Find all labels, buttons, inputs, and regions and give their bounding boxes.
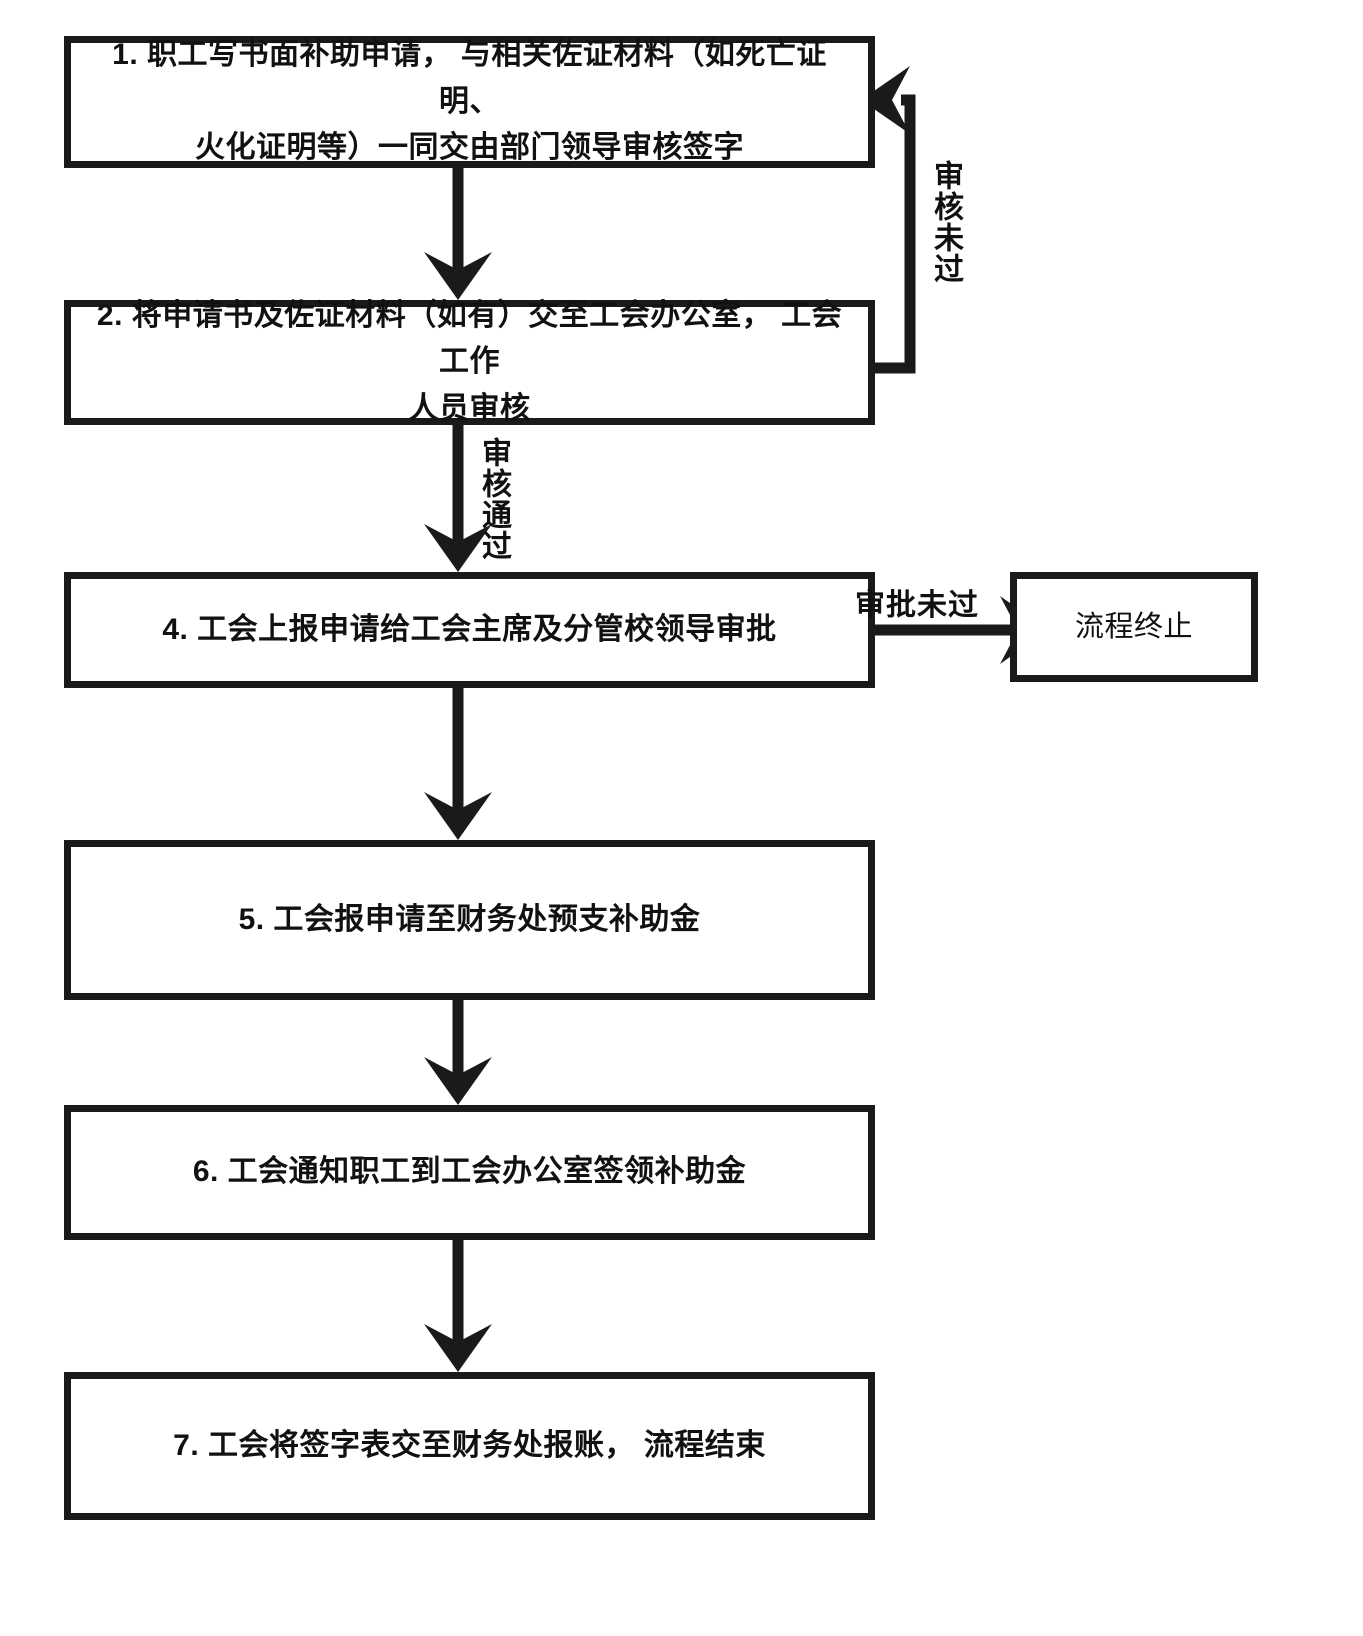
edge-label-review-passed-text: 审核通过 [477, 437, 510, 561]
connector-step1-to-step2 [424, 168, 492, 300]
connector-step6-to-step7 [424, 1240, 492, 1372]
step-5-box[interactable]: 5. 工会报申请至财务处预支补助金 [64, 840, 875, 1000]
step-7-label: 7. 工会将签字表交至财务处报账， 流程结束 [173, 1428, 766, 1462]
edge-label-review-failed: 审核未过 [929, 160, 962, 284]
step-4-label: 4. 工会上报申请给工会主席及分管校领导审批 [162, 612, 777, 646]
edge-label-approval-failed-text: 审批未过 [855, 589, 979, 622]
step-4-box[interactable]: 4. 工会上报申请给工会主席及分管校领导审批 [64, 572, 875, 688]
connector-step4-to-step5 [424, 688, 492, 840]
edge-label-review-failed-text: 审核未过 [929, 160, 962, 284]
step-2-label: 2. 将申请书及佐证材料（如有）交至工会办公室， 工会工作 人员审核 [96, 298, 843, 425]
edge-label-approval-failed: 审批未过 [855, 580, 979, 624]
step-6-label: 6. 工会通知职工到工会办公室签领补助金 [192, 1155, 747, 1189]
step-6-box[interactable]: 6. 工会通知职工到工会办公室签领补助金 [64, 1105, 875, 1240]
connector-step5-to-step6 [424, 1000, 492, 1105]
step-7-box[interactable]: 7. 工会将签字表交至财务处报账， 流程结束 [64, 1372, 875, 1520]
step-1-label: 1. 职工写书面补助申请， 与相关佐证材料（如死亡证明、 火化证明等）一同交由部… [112, 38, 827, 165]
edge-label-review-passed: 审核通过 [477, 437, 510, 561]
step-2-box[interactable]: 2. 将申请书及佐证材料（如有）交至工会办公室， 工会工作 人员审核 [64, 299, 875, 425]
step-5-label: 5. 工会报申请至财务处预支补助金 [238, 902, 701, 936]
step-1-box[interactable]: 1. 职工写书面补助申请， 与相关佐证材料（如死亡证明、 火化证明等）一同交由部… [64, 36, 875, 168]
process-terminated-label: 流程终止 [1074, 610, 1193, 643]
process-terminated-box[interactable]: 流程终止 [1010, 572, 1258, 682]
